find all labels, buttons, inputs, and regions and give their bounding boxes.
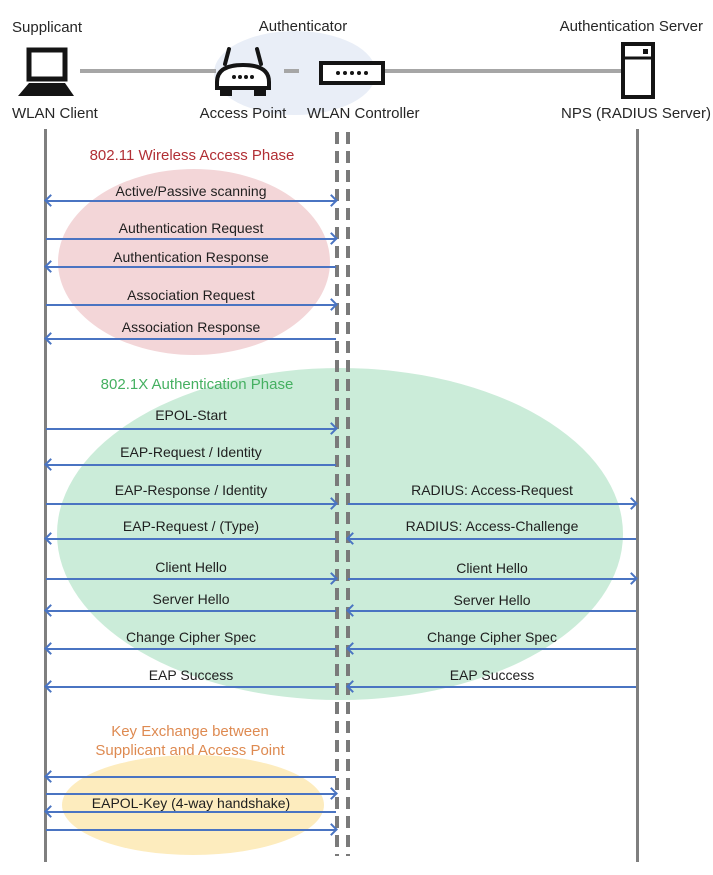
server-hello-right-label: Server Hello (453, 592, 531, 608)
assoc-response-label: Association Response (121, 319, 261, 335)
eapol-key-arrow-1 (44, 770, 336, 783)
epol-start-arrow (46, 422, 338, 435)
auth-server-role-label: Authentication Server (559, 18, 703, 35)
assoc-request-arrow (46, 298, 338, 311)
access-point-icon (215, 47, 271, 96)
key-exchange-phase-ellipse (62, 755, 324, 855)
wlan-client-label: WLAN Client (12, 105, 98, 122)
wireless-access-phase-title: 802.11 Wireless Access Phase (89, 147, 295, 164)
auth-response-arrow (44, 260, 336, 273)
change-cipher-right-arrow (346, 642, 636, 655)
radius-server-lifeline (636, 129, 639, 862)
dot1x-phase-title: 802.1X Authentication Phase (100, 376, 294, 393)
assoc-request-label: Association Request (127, 287, 255, 303)
eap-success-left-arrow (44, 680, 336, 693)
client-hello-left-label: Client Hello (155, 559, 227, 575)
wlan-controller-icon (319, 61, 385, 85)
eapol-key-arrow-2 (46, 787, 338, 800)
radius-access-request-label: RADIUS: Access-Request (411, 482, 573, 498)
key-exchange-phase-title: Key Exchange between Supplicant and Acce… (68, 722, 312, 760)
eapol-key-arrow-3 (44, 805, 336, 818)
change-cipher-left-arrow (44, 642, 336, 655)
change-cipher-left-label: Change Cipher Spec (126, 629, 256, 645)
supplicant-role-label: Supplicant (12, 19, 83, 36)
dot1x-phase-ellipse (57, 368, 623, 700)
access-point-label: Access Point (199, 105, 287, 122)
eap-response-identity-label: EAP-Response / Identity (114, 482, 268, 498)
authenticator-lifeline-right (346, 132, 350, 856)
server-hello-left-label: Server Hello (152, 591, 230, 607)
eap-request-type-arrow (44, 532, 336, 545)
auth-response-label: Authentication Response (113, 249, 269, 265)
wlan-client-lifeline (44, 129, 47, 862)
connector-line-middle (284, 69, 299, 73)
laptop-icon (18, 47, 74, 96)
radius-access-request-arrow (348, 497, 638, 510)
eap-success-right-arrow (346, 680, 636, 693)
scanning-arrow (44, 194, 338, 207)
eapol-key-label: EAPOL-Key (4-way handshake) (91, 795, 291, 811)
radius-server-icon (621, 42, 655, 99)
authenticator-role-label: Authenticator (258, 18, 348, 35)
eapol-key-arrow-4 (46, 823, 338, 836)
eap-request-identity-label: EAP-Request / Identity (120, 444, 262, 460)
eap-success-right-label: EAP Success (449, 667, 535, 683)
eap-request-identity-arrow (44, 458, 336, 471)
connector-line-right (384, 69, 621, 73)
client-hello-right-label: Client Hello (456, 560, 528, 576)
authenticator-lifeline-left (335, 132, 339, 856)
change-cipher-right-label: Change Cipher Spec (427, 629, 557, 645)
nps-server-label: NPS (RADIUS Server) (560, 105, 712, 122)
server-hello-right-arrow (346, 604, 636, 617)
radius-access-challenge-arrow (346, 532, 636, 545)
key-exchange-title-line2: Supplicant and Access Point (95, 742, 285, 759)
key-exchange-title-line1: Key Exchange between (111, 723, 269, 740)
radius-access-challenge-label: RADIUS: Access-Challenge (405, 518, 579, 534)
client-hello-left-arrow (46, 572, 338, 585)
assoc-response-arrow (44, 332, 336, 345)
eap-request-type-label: EAP-Request / (Type) (122, 518, 260, 534)
eap-response-identity-arrow (46, 497, 338, 510)
eap-success-left-label: EAP Success (148, 667, 234, 683)
auth-request-arrow (46, 232, 338, 245)
wlan-controller-label: WLAN Controller (307, 105, 420, 122)
epol-start-label: EPOL-Start (155, 407, 227, 423)
connector-line-left (80, 69, 216, 73)
scanning-label: Active/Passive scanning (115, 183, 267, 199)
client-hello-right-arrow (348, 572, 638, 585)
server-hello-left-arrow (44, 604, 336, 617)
auth-request-label: Authentication Request (118, 220, 264, 236)
